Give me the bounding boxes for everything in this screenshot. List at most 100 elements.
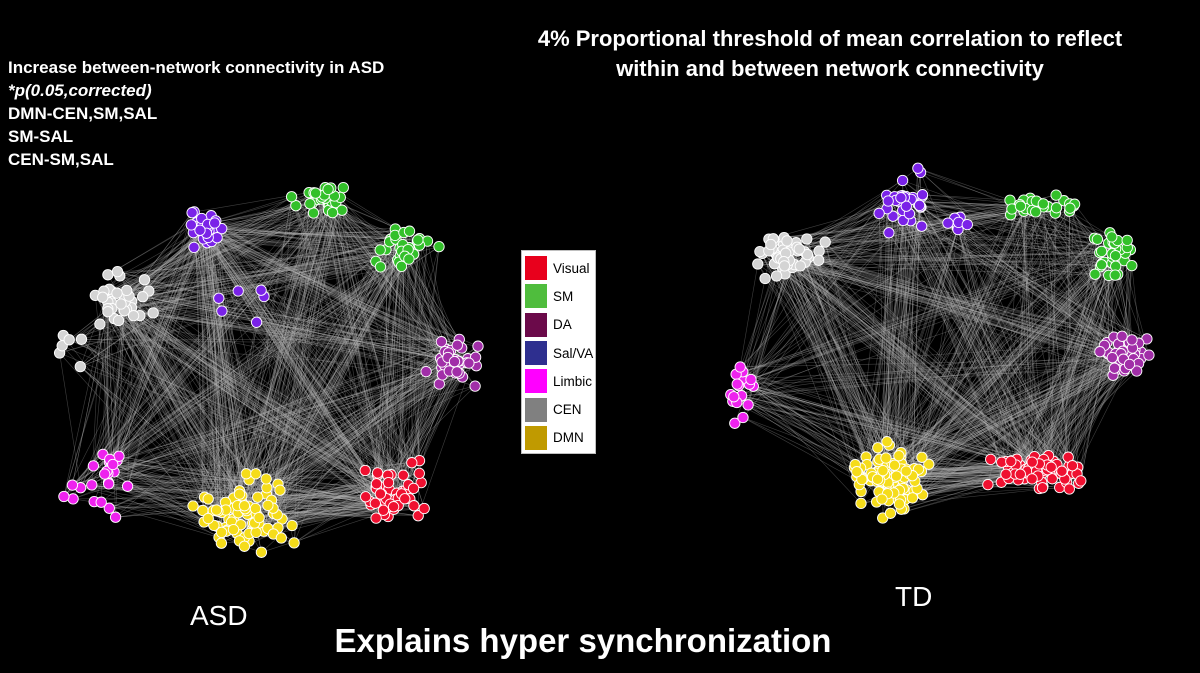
connectivity-edge	[334, 195, 389, 476]
connectivity-edge	[1121, 265, 1133, 337]
connectivity-edge	[69, 339, 402, 497]
connectivity-edge	[212, 229, 219, 512]
connectivity-edge	[321, 199, 378, 473]
connectivity-edge	[239, 198, 326, 495]
network-node	[58, 490, 70, 503]
connectivity-edge	[894, 222, 959, 490]
network-node	[1089, 268, 1101, 280]
connectivity-edge	[877, 205, 920, 472]
network-node	[1116, 330, 1128, 342]
connectivity-edge	[331, 200, 460, 340]
connectivity-edge	[103, 290, 388, 476]
connectivity-edge	[195, 227, 205, 523]
connectivity-edge	[248, 210, 329, 480]
connectivity-edge	[967, 224, 1069, 458]
network-node	[801, 248, 814, 261]
connectivity-edge	[959, 217, 1012, 462]
connectivity-edge	[783, 237, 1010, 479]
connectivity-edge	[248, 194, 326, 542]
connectivity-edge	[1032, 210, 1102, 252]
network-node	[360, 491, 372, 503]
connectivity-edge	[196, 222, 397, 494]
connectivity-edge	[107, 292, 116, 518]
network-node	[87, 460, 100, 472]
connectivity-edge	[885, 370, 1137, 459]
network-node	[250, 316, 263, 328]
connectivity-edge	[856, 204, 919, 477]
connectivity-edge	[334, 195, 378, 475]
brain-region-nodes	[53, 162, 1155, 558]
connectivity-edge	[204, 205, 297, 498]
connectivity-edge	[266, 376, 463, 480]
connectivity-edge	[111, 302, 250, 481]
connectivity-edge	[872, 214, 1011, 478]
connectivity-edge	[119, 210, 329, 277]
connectivity-edge	[108, 310, 445, 352]
connectivity-edge	[131, 301, 372, 506]
connectivity-edge	[987, 195, 1057, 485]
connectivity-edge	[798, 248, 871, 481]
connectivity-edge	[258, 212, 314, 524]
connectivity-edge	[1032, 209, 1073, 466]
connectivity-edge	[905, 196, 1126, 254]
connectivity-edge	[255, 187, 332, 509]
connectivity-edge	[774, 263, 900, 471]
connectivity-edge	[126, 251, 402, 291]
network-node	[99, 468, 111, 480]
connectivity-edge	[804, 251, 1035, 466]
connectivity-edge	[108, 234, 212, 485]
connectivity-edge	[102, 230, 203, 455]
connectivity-edge	[784, 273, 1048, 470]
connectivity-edge	[126, 308, 366, 471]
connectivity-edge	[897, 200, 1033, 480]
network-node	[793, 243, 805, 255]
connectivity-edge	[109, 289, 476, 358]
connectivity-edge	[377, 256, 406, 473]
connectivity-edge	[252, 506, 389, 524]
connectivity-edge	[899, 487, 1060, 505]
connectivity-edge	[263, 202, 337, 532]
connectivity-edge	[221, 210, 343, 513]
network-node	[813, 254, 825, 266]
connectivity-edge	[80, 244, 403, 367]
connectivity-edge	[107, 308, 115, 472]
connectivity-edge	[909, 213, 1078, 468]
network-node	[884, 507, 897, 519]
connectivity-edge	[765, 242, 1114, 279]
connectivity-edge	[277, 485, 380, 515]
connectivity-edge	[203, 238, 456, 374]
connectivity-edge	[791, 266, 1134, 359]
connectivity-edge	[116, 301, 126, 461]
connectivity-edge	[208, 237, 460, 340]
connectivity-edge	[207, 251, 402, 500]
connectivity-edge	[1067, 369, 1118, 458]
connectivity-edge	[885, 205, 920, 459]
connectivity-edge	[263, 197, 341, 532]
connectivity-edge	[192, 361, 443, 507]
legend-item-limbic: Limbic	[525, 367, 592, 395]
connectivity-edge	[221, 311, 281, 491]
connectivity-edge	[131, 192, 315, 309]
connectivity-edge	[1020, 206, 1043, 474]
connectivity-edge	[108, 224, 208, 483]
connectivity-edge	[291, 196, 376, 504]
connectivity-edge	[273, 259, 398, 535]
connectivity-edge	[247, 231, 410, 515]
connectivity-edge	[878, 255, 1116, 493]
network-node	[194, 224, 206, 236]
connectivity-edge	[107, 205, 330, 303]
connectivity-edge	[133, 315, 366, 498]
connectivity-edge	[1011, 343, 1119, 462]
connectivity-edge	[256, 322, 450, 372]
connectivity-edge	[114, 318, 382, 495]
connectivity-edge	[795, 196, 895, 243]
network-node	[111, 265, 124, 278]
connectivity-edge	[153, 312, 450, 372]
connectivity-edge	[109, 488, 390, 509]
connectivity-edge	[126, 290, 456, 360]
connectivity-edge	[206, 233, 247, 474]
connectivity-edge	[762, 253, 1135, 355]
connectivity-edge	[200, 228, 420, 474]
connectivity-edge	[117, 352, 449, 461]
connectivity-edge	[905, 196, 1115, 338]
